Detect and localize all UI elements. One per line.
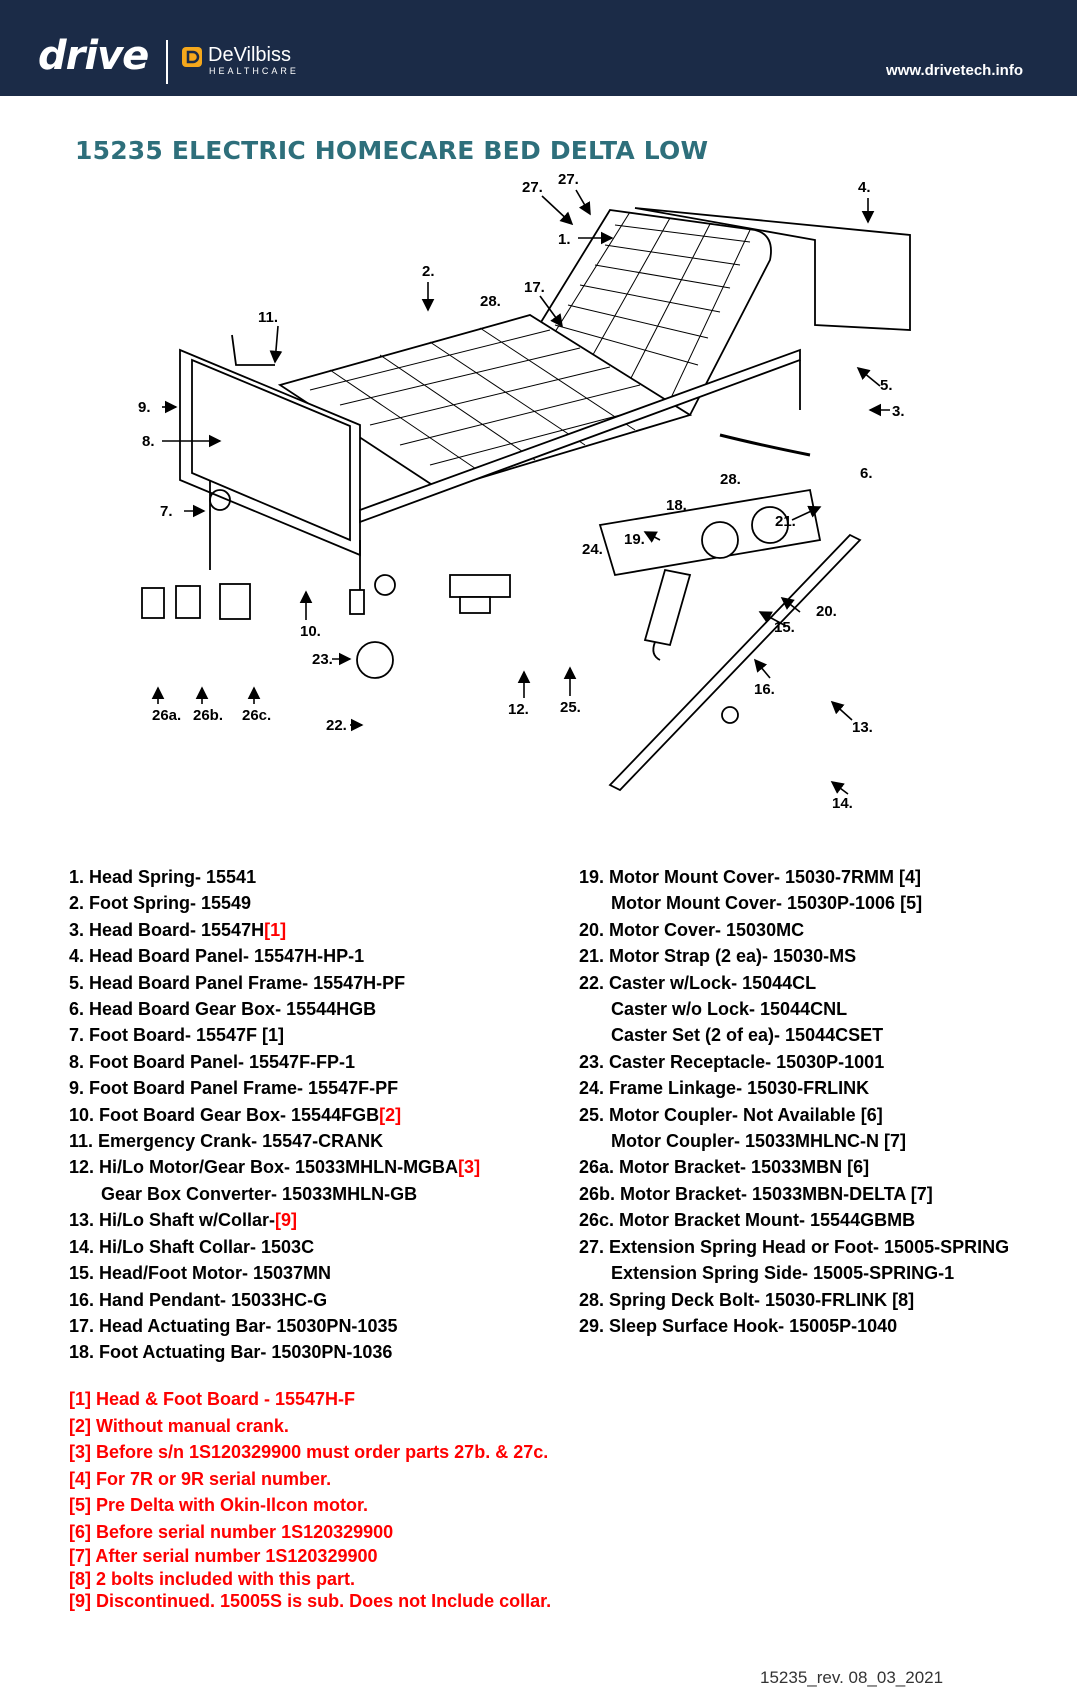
part-row: 27. Extension Spring Head or Foot- 15005…: [579, 1236, 1010, 1257]
callout-3: 3.: [892, 403, 905, 420]
devilbiss-logo: DeVilbiss HEALTHCARE: [181, 44, 311, 80]
part-row: 3. Head Board- 15547H [1]: [69, 919, 287, 940]
part-row: 7. Foot Board- 15547F [1]: [69, 1025, 285, 1046]
footnote: [6] Before serial number 1S120329900: [69, 1521, 394, 1542]
part-row: Motor Mount Cover- 15030P-1006 [5]: [611, 893, 923, 914]
callout-23: 23.: [312, 651, 333, 668]
part-row: 26a. Motor Bracket- 15033MBN [6]: [579, 1157, 870, 1178]
callout-5: 5.: [880, 377, 893, 394]
part-row: 20. Motor Cover- 15030MC: [579, 919, 805, 940]
callout-17: 17.: [524, 279, 545, 296]
part-row: 6. Head Board Gear Box- 15544HGB: [69, 999, 377, 1020]
callout-26c: 26c.: [242, 707, 271, 724]
part-row: 17. Head Actuating Bar- 15030PN-1035: [69, 1315, 398, 1336]
callout-13: 13.: [852, 719, 873, 736]
part-row: Caster w/o Lock- 15044CNL: [611, 999, 848, 1020]
footnote: [9] Discontinued. 15005S is sub. Does no…: [69, 1591, 552, 1611]
part-row: 23. Caster Receptacle- 15030P-1001: [579, 1051, 885, 1072]
callout-26a: 26a.: [152, 707, 181, 724]
callout-8: 8.: [142, 433, 155, 450]
devilbiss-sub: HEALTHCARE: [209, 66, 299, 76]
logo-divider: [166, 40, 168, 84]
callout-25: 25.: [560, 699, 581, 716]
callout-labels: 27. 27. 4. 1. 2. 17. 28. 11. 9. 8. 5. 3.…: [138, 171, 905, 812]
callout-27a: 27.: [522, 179, 543, 196]
head-board-panel-shape: [634, 207, 911, 331]
website-link[interactable]: www.drivetech.info: [886, 62, 1023, 79]
callout-28a: 28.: [480, 293, 501, 310]
footnote: [8] 2 bolts included with this part.: [69, 1569, 356, 1589]
devilbiss-name: DeVilbiss: [208, 44, 291, 66]
callout-10: 10.: [300, 623, 321, 640]
part-row: 16. Hand Pendant- 15033HC-G: [69, 1289, 328, 1310]
part-row: Gear Box Converter- 15033MHLN-GB: [101, 1183, 418, 1204]
part-row: 19. Motor Mount Cover- 15030-7RMM [4]: [579, 867, 922, 887]
callout-22: 22.: [326, 717, 347, 734]
callout-12: 12.: [508, 701, 529, 718]
part-row: Extension Spring Side- 15005-SPRING-1: [611, 1263, 955, 1284]
part-row: 10. Foot Board Gear Box- 15544FGB [2]: [69, 1104, 402, 1125]
callout-21: 21.: [775, 513, 796, 530]
callout-26b: 26b.: [193, 707, 223, 724]
part-row: 18. Foot Actuating Bar- 15030PN-1036: [69, 1342, 393, 1363]
callout-1: 1.: [558, 231, 571, 248]
callout-6: 6.: [860, 465, 873, 482]
parts-list-left: 1. Head Spring- 15541 2. Foot Spring- 15…: [69, 864, 569, 1366]
part-row: 15. Head/Foot Motor- 15037MN: [69, 1263, 332, 1284]
bed-exploded-diagram: 27. 27. 4. 1. 2. 17. 28. 11. 9. 8. 5. 3.…: [110, 171, 1060, 860]
part-row: 1. Head Spring- 15541: [69, 867, 257, 887]
part-row: 8. Foot Board Panel- 15547F-FP-1: [69, 1051, 356, 1072]
callout-7: 7.: [160, 503, 173, 520]
parts-list-right: 19. Motor Mount Cover- 15030-7RMM [4] Mo…: [579, 864, 1069, 1339]
part-row: Motor Coupler- 15033MHLNC-N [7]: [611, 1131, 907, 1152]
footnote: [1] Head & Foot Board - 15547H-F: [69, 1389, 356, 1409]
diagram-svg: 27. 27. 4. 1. 2. 17. 28. 11. 9. 8. 5. 3.…: [138, 171, 911, 812]
footnote: [4] For 7R or 9R serial number.: [69, 1468, 332, 1489]
foot-spring-shape: [277, 314, 693, 491]
callout-28b: 28.: [720, 471, 741, 488]
callout-11: 11.: [258, 309, 278, 326]
part-row: Caster Set (2 of ea)- 15044CSET: [611, 1025, 884, 1046]
callout-19: 19.: [624, 531, 645, 548]
callout-20: 20.: [816, 603, 837, 620]
footnotes: [1] Head & Foot Board - 15547H-F [2] Wit…: [69, 1386, 551, 1612]
callout-arrows: [151, 189, 890, 795]
hand-pendant-shape: [643, 568, 692, 647]
callout-4: 4.: [858, 179, 871, 196]
part-row: 5. Head Board Panel Frame- 15547H-PF: [69, 972, 406, 993]
bed-drawing: [141, 207, 911, 792]
footnote: [2] Without manual crank.: [69, 1415, 289, 1436]
callout-18: 18.: [666, 497, 687, 514]
callout-14: 14.: [832, 795, 853, 812]
callout-24: 24.: [582, 541, 603, 558]
part-row: 21. Motor Strap (2 ea)- 15030-MS: [579, 946, 857, 967]
part-row: 26b. Motor Bracket- 15033MBN-DELTA [7]: [579, 1183, 933, 1204]
hi-lo-shaft-shape: [608, 533, 862, 792]
part-row: 9. Foot Board Panel Frame- 15547F-PF: [69, 1078, 399, 1099]
callout-27b: 27.: [558, 171, 579, 188]
part-row: 29. Sleep Surface Hook- 15005P-1040: [579, 1315, 898, 1336]
page-title: 15235 ELECTRIC HOMECARE BED DELTA LOW: [75, 136, 709, 165]
header-bar: drive DeVilbiss HEALTHCARE www.drivetech…: [0, 0, 1077, 96]
part-row: 28. Spring Deck Bolt- 15030-FRLINK [8]: [579, 1289, 915, 1310]
part-row: 26c. Motor Bracket Mount- 15544GBMB: [579, 1210, 916, 1231]
footnote: [3] Before s/n 1S120329900 must order pa…: [69, 1442, 549, 1462]
part-row: 22. Caster w/Lock- 15044CL: [579, 972, 817, 993]
callout-2: 2.: [422, 263, 435, 280]
part-row: 25. Motor Coupler- Not Available [6]: [579, 1104, 883, 1125]
drive-logo: drive: [38, 33, 149, 79]
part-row: 13. Hi/Lo Shaft w/Collar- [9]: [69, 1210, 298, 1231]
footnote: [5] Pre Delta with Okin-Ilcon motor.: [69, 1495, 369, 1515]
devilbiss-mark-icon: [182, 47, 202, 67]
part-row: 2. Foot Spring- 15549: [69, 893, 252, 914]
part-row: 11. Emergency Crank- 15547-CRANK: [69, 1131, 384, 1152]
revision-label: 15235_rev. 08_03_2021: [760, 1668, 944, 1687]
callout-16: 16.: [754, 681, 775, 698]
callout-9: 9.: [138, 399, 151, 416]
part-row: 12. Hi/Lo Motor/Gear Box- 15033MHLN-MGBA…: [69, 1157, 481, 1178]
part-row: 24. Frame Linkage- 15030-FRLINK: [579, 1078, 870, 1099]
footnote: [7] After serial number 1S120329900: [69, 1546, 378, 1566]
part-row: 14. Hi/Lo Shaft Collar- 1503C: [69, 1236, 315, 1257]
part-row: 4. Head Board Panel- 15547H-HP-1: [69, 946, 365, 967]
